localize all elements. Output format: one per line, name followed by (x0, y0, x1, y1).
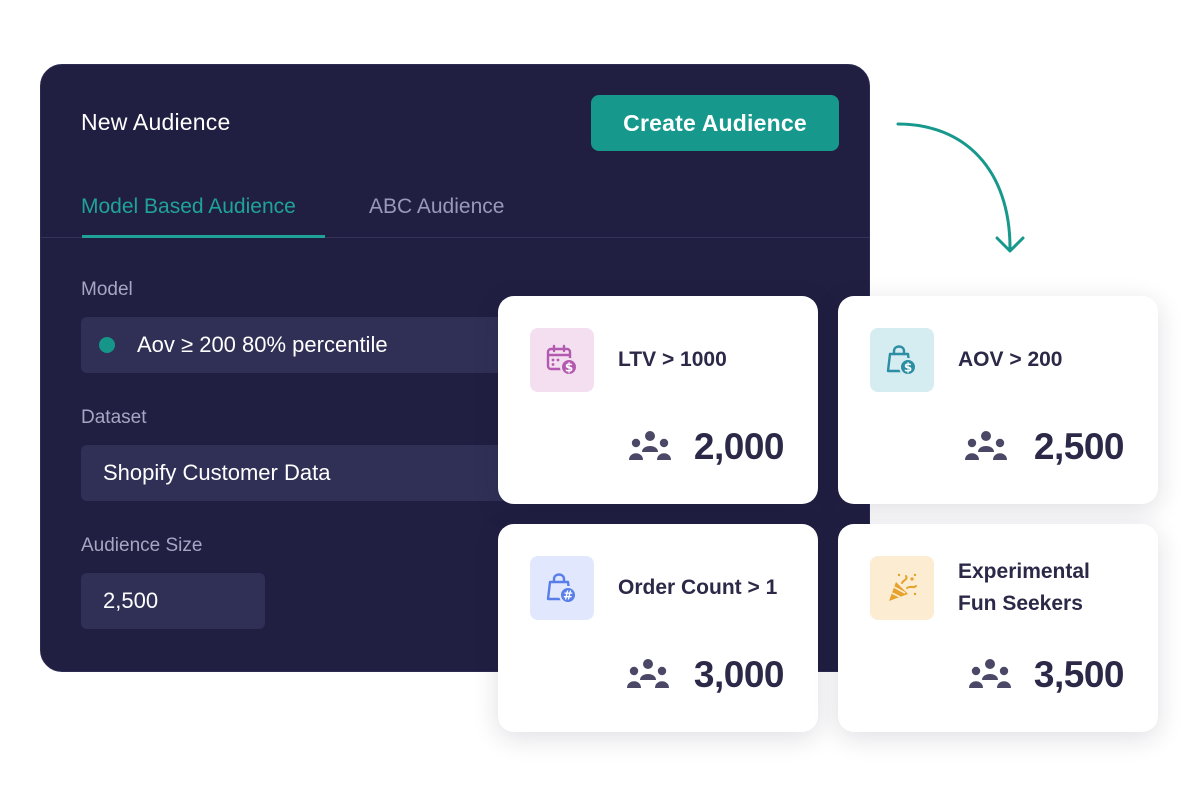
tabs-divider (41, 237, 869, 238)
audience-card-experimental-fun-seekers[interactable]: Experimental Fun Seekers 3,500 (838, 524, 1158, 732)
bag-dollar-icon: $ (870, 328, 934, 392)
tab-abc-audience[interactable]: ABC Audience (369, 195, 505, 218)
people-icon (629, 431, 671, 460)
create-audience-button[interactable]: Create Audience (591, 95, 839, 151)
calendar-dollar-icon: $ (530, 328, 594, 392)
people-icon (965, 431, 1007, 460)
audience-size-label: Audience Size (81, 535, 203, 556)
people-icon (969, 659, 1011, 688)
model-status-dot (99, 337, 115, 353)
card-title: AOV > 200 (958, 348, 1063, 371)
people-icon (627, 659, 669, 688)
svg-text:$: $ (565, 360, 573, 374)
card-title-line2: Fun Seekers (958, 592, 1083, 615)
dataset-value: Shopify Customer Data (103, 460, 331, 485)
card-title-line1: Experimental (958, 560, 1090, 583)
audience-card-aov[interactable]: $ AOV > 200 2,500 (838, 296, 1158, 504)
curved-arrow-icon (896, 122, 1025, 253)
bag-hash-icon: # (530, 556, 594, 620)
svg-text:#: # (563, 588, 573, 602)
card-count: 3,000 (693, 654, 785, 695)
card-count: 2,000 (693, 426, 785, 467)
svg-text:$: $ (904, 360, 912, 374)
model-label: Model (81, 279, 133, 300)
party-popper-icon (870, 556, 934, 620)
card-title: Order Count > 1 (618, 576, 778, 599)
audience-card-order-count[interactable]: # Order Count > 1 3,000 (498, 524, 818, 732)
audience-size-value: 2,500 (103, 588, 159, 613)
card-count: 2,500 (1033, 426, 1125, 467)
audience-size-input[interactable]: 2,500 (81, 573, 265, 629)
panel-title: New Audience (81, 109, 231, 135)
dataset-label: Dataset (81, 407, 147, 428)
audience-card-ltv[interactable]: $ LTV > 1000 2,000 (498, 296, 818, 504)
card-count: 3,500 (1033, 654, 1125, 695)
tab-model-based-audience[interactable]: Model Based Audience (81, 195, 296, 218)
model-value: Aov ≥ 200 80% percentile (137, 332, 388, 357)
active-tab-underline (82, 235, 325, 238)
card-title: LTV > 1000 (618, 348, 727, 371)
